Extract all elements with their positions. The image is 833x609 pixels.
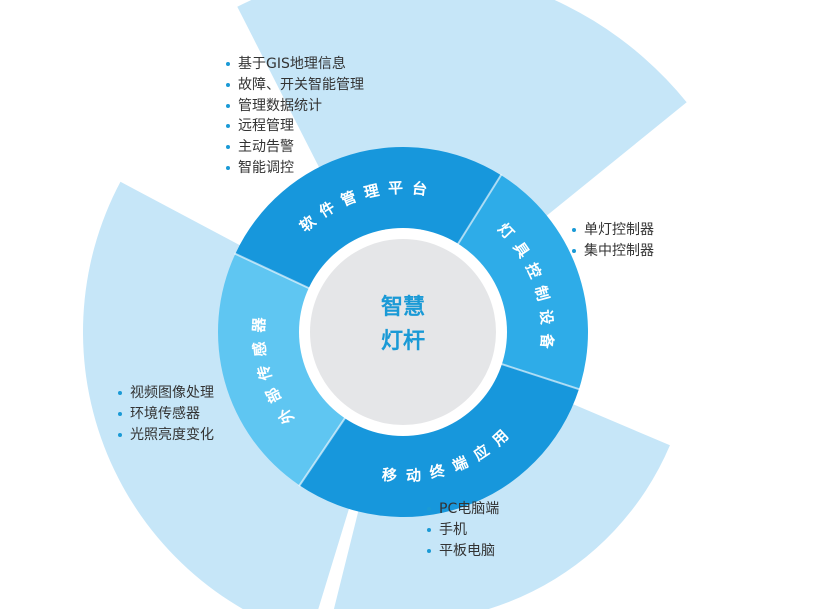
ring-label-char: 部 xyxy=(261,383,285,406)
ring-label-char: 制 xyxy=(531,284,553,305)
ring-label-char: 理 xyxy=(362,181,382,202)
sensor-ring-segment xyxy=(218,253,346,486)
list-item: 主动告警 xyxy=(226,137,364,158)
software-ring-label: 软件管理平台 xyxy=(296,179,430,236)
ring-label-char: 备 xyxy=(537,332,556,351)
ring-label-char: 动 xyxy=(405,466,423,485)
list-item: 集中控制器 xyxy=(572,241,654,262)
ring-label-char: 器 xyxy=(250,315,269,334)
ring-label-char: 件 xyxy=(316,197,340,221)
fixture-ring-segment xyxy=(457,175,588,390)
ring-label-char: 管 xyxy=(338,187,360,210)
ring-label-char: 台 xyxy=(411,179,430,199)
ring-label-char: 端 xyxy=(450,452,473,475)
ring-label-char: 设 xyxy=(537,309,557,328)
center-title-line2: 灯杆 xyxy=(381,329,425,354)
list-item: 单灯控制器 xyxy=(572,220,654,241)
ring-label-char: 控 xyxy=(522,260,545,283)
ring-divider xyxy=(234,252,311,290)
center-title-line1: 智慧 xyxy=(381,294,425,320)
ring-label-char: 平 xyxy=(388,179,406,198)
list-item: 光照亮度变化 xyxy=(118,425,214,446)
software-ring-segment xyxy=(235,147,502,289)
ring-sectors xyxy=(218,147,588,517)
fixture-control-feature-list: 单灯控制器 集中控制器 xyxy=(572,220,654,262)
ring-divider xyxy=(456,173,503,246)
software-platform-feature-list: 基于GIS地理信息 故障、开关智能管理 管理数据统计 远程管理 主动告警 智能调… xyxy=(226,54,364,179)
list-item: PC电脑端 xyxy=(427,499,499,520)
ring-label-char: 传 xyxy=(254,361,276,383)
mobile-terminal-feature-list: PC电脑端 手机 平板电脑 xyxy=(427,499,499,561)
center-core xyxy=(310,239,496,425)
list-item: 基于GIS地理信息 xyxy=(226,54,364,75)
ring-label-char: 移 xyxy=(381,466,400,485)
sensor-outer-sector xyxy=(83,181,368,609)
list-item: 远程管理 xyxy=(226,116,364,137)
list-item: 智能调控 xyxy=(226,158,364,179)
list-item: 管理数据统计 xyxy=(226,96,364,117)
list-item: 故障、开关智能管理 xyxy=(226,75,364,96)
ring-label-char: 感 xyxy=(250,339,270,358)
ring-divider xyxy=(298,416,347,487)
list-item: 平板电脑 xyxy=(427,541,499,562)
list-item: 手机 xyxy=(427,520,499,541)
external-sensor-feature-list: 视频图像处理 环境传感器 光照亮度变化 xyxy=(118,383,214,445)
list-item: 环境传感器 xyxy=(118,404,214,425)
list-item: 视频图像处理 xyxy=(118,383,214,404)
ring-divider xyxy=(500,362,581,391)
ring-label-char: 终 xyxy=(428,461,449,483)
mobile-outer-sector xyxy=(333,378,670,609)
mobile-ring-segment xyxy=(299,363,579,517)
